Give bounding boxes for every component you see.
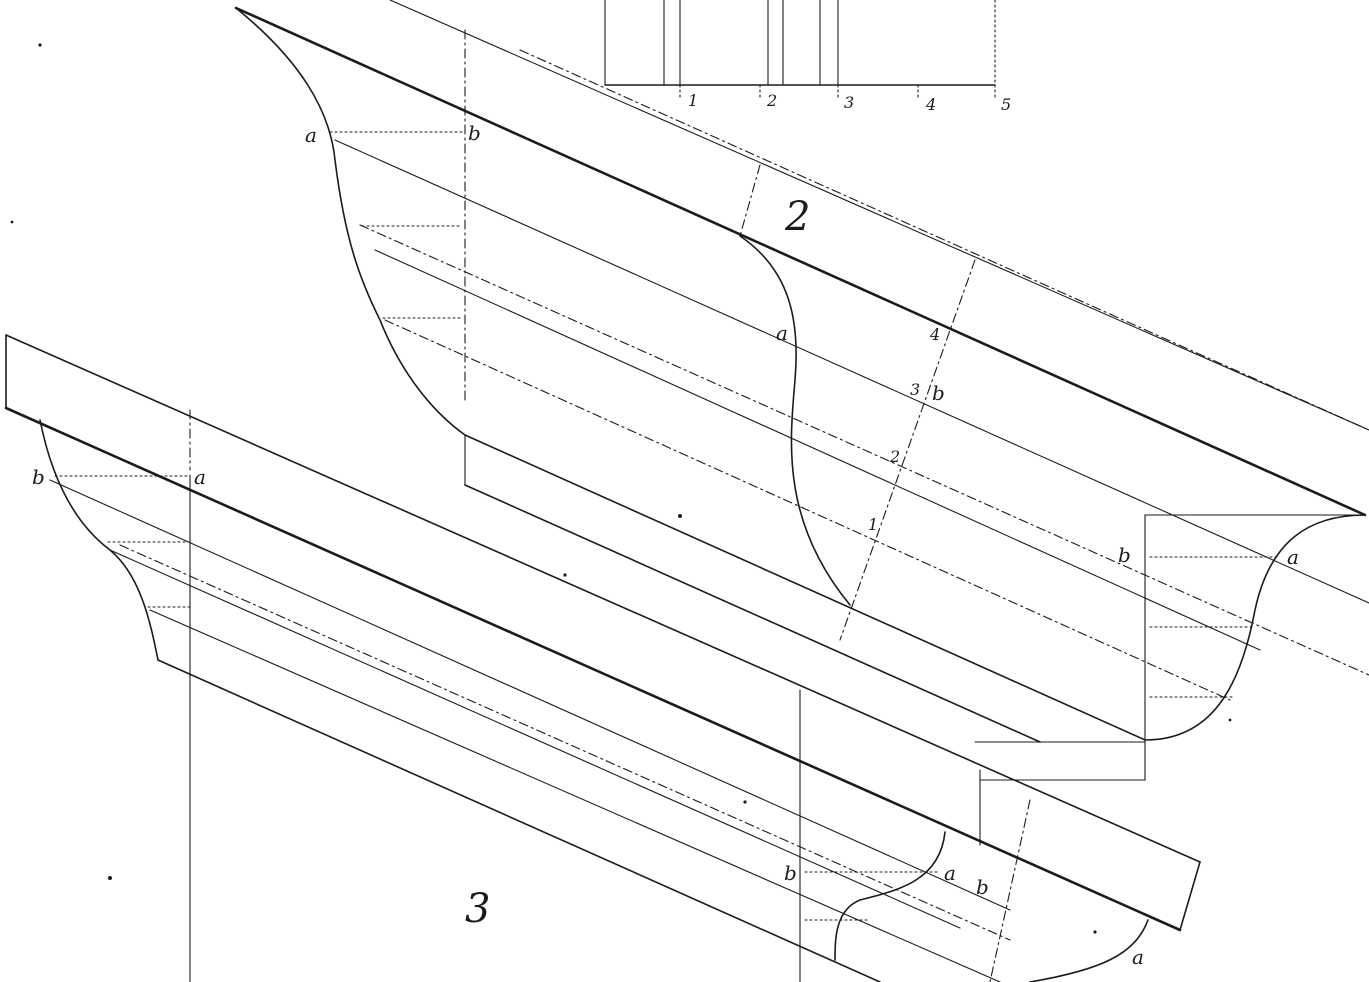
figure-2-number: 2 (784, 194, 810, 240)
figure-2-cornice: 2 a b a 4 3 b 2 1 b a (234, 0, 1369, 781)
label-1: 1 (868, 515, 878, 534)
scale-mark-3: 3 (844, 93, 854, 112)
label-a: a (1132, 945, 1144, 969)
label-b: b (1118, 543, 1131, 567)
scale-mark-1: 1 (688, 91, 698, 110)
label-b: b (784, 861, 797, 885)
label-b: b (976, 875, 989, 899)
top-scale: 1 2 3 4 5 (604, 0, 1011, 114)
label-4: 4 (929, 325, 940, 344)
scan-specks (10, 43, 1232, 934)
label-b: b (932, 381, 945, 405)
label-a: a (1287, 545, 1299, 569)
label-b: b (32, 465, 45, 489)
scale-mark-2: 2 (766, 91, 777, 110)
label-b: b (468, 121, 481, 145)
scale-mark-5: 5 (1001, 95, 1011, 114)
figure-3-cornice: 3 b a b a b a (4, 334, 1201, 982)
label-a: a (305, 123, 317, 147)
label-3: 3 (910, 380, 920, 399)
label-2: 2 (889, 447, 900, 466)
label-a: a (776, 321, 788, 345)
figure-3-number: 3 (465, 886, 490, 932)
label-a: a (944, 861, 956, 885)
scale-mark-4: 4 (925, 95, 936, 114)
label-a: a (194, 465, 206, 489)
